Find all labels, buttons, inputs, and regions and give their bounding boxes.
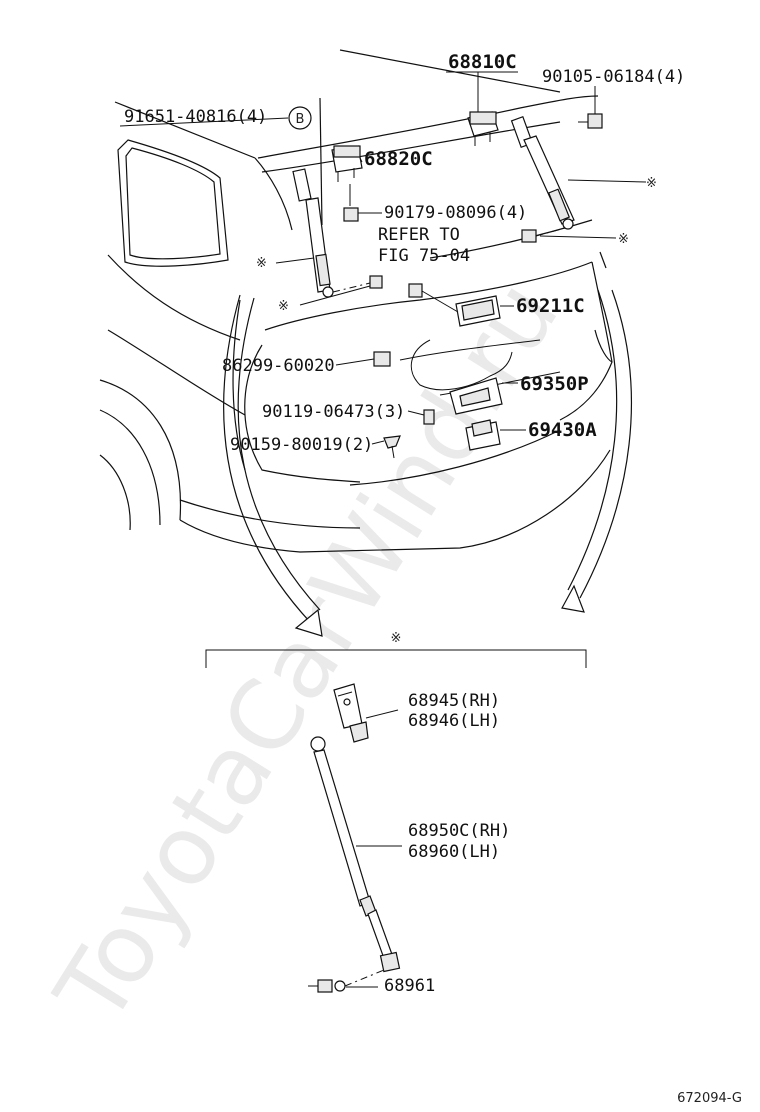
bolt-90119 [423, 409, 435, 425]
label-69350p: 69350P [520, 373, 589, 395]
label-90159-80019: 90159-80019(2) [230, 435, 373, 455]
clip-refer [408, 283, 423, 298]
hinge-68810c [467, 111, 499, 146]
screw-90159 [383, 435, 401, 459]
vehicle-body-outline [99, 49, 613, 553]
ball-joint-68961 [308, 969, 385, 993]
mark-symbol-detail: ※ [391, 631, 402, 646]
callout-b-text: B [296, 112, 305, 127]
hinge-68820c [331, 145, 363, 182]
mark-symbol-left-strut: ※ [256, 256, 267, 271]
indicator-arrows [223, 289, 633, 637]
label-86299-60020: 86299-60020 [222, 356, 335, 376]
nut-90179 [343, 207, 359, 222]
upper-leaders [119, 71, 647, 445]
label-68820c: 68820C [364, 148, 433, 170]
figure-code: 672094-G [677, 1091, 742, 1106]
label-69211c: 69211C [516, 295, 585, 317]
label-68946-lh: 68946(LH) [408, 711, 500, 731]
striker-69430a [465, 419, 501, 451]
handle-69211c [455, 295, 501, 327]
label-90179-08096: 90179-08096(4) [384, 203, 527, 223]
label-90119-06473: 90119-06473(3) [262, 402, 405, 422]
gas-strut-68950c-68960 [310, 736, 401, 973]
label-68945-rh: 68945(RH) [408, 691, 500, 711]
right-gas-strut [510, 116, 575, 243]
label-68961: 68961 [384, 976, 435, 996]
label-68810c: 68810C [448, 51, 517, 73]
mark-symbol-right-joint: ※ [618, 232, 629, 247]
label-68960-lh: 68960(LH) [408, 842, 500, 862]
detail-leaders [346, 709, 402, 988]
mark-symbol-right-strut: ※ [646, 176, 657, 191]
bracket-68945-68946 [333, 683, 369, 743]
label-90105-06184: 90105-06184(4) [542, 67, 685, 87]
label-91651-40816: 91651-40816(4) [124, 107, 267, 127]
lock-69350p [373, 339, 513, 415]
left-gas-strut [292, 168, 383, 298]
label-fig-75-04: FIG 75-04 [378, 246, 470, 266]
bolt-90105 [578, 113, 603, 129]
label-refer-to: REFER TO [378, 225, 460, 245]
detail-bracket [205, 649, 587, 668]
mark-symbol-left-joint: ※ [278, 299, 289, 314]
callout-b: B [288, 106, 312, 130]
label-69430a: 69430A [528, 419, 597, 441]
watermark-text: ToyotaCarWind.ru [34, 262, 580, 1043]
label-68950c-rh: 68950C(RH) [408, 821, 510, 841]
